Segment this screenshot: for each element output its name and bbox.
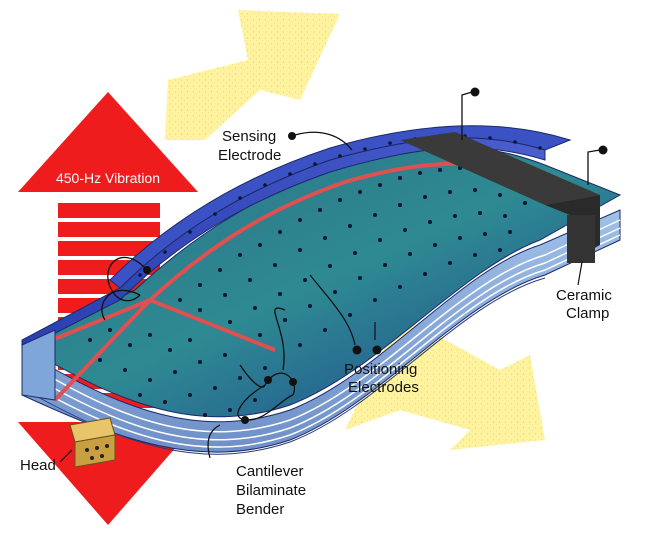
terminal-posts [461,91,601,185]
sensing-label-line2: Electrode [218,147,281,164]
vibration-label: 450-Hz Vibration [56,170,160,186]
ceramic-label-line1: Ceramic [556,287,612,304]
head [69,417,116,468]
cantilever-label-line1: Cantilever [236,463,304,480]
ceramic-label-line2: Clamp [566,305,609,322]
bender-side-layers [21,209,621,455]
terminal-dot-1 [470,87,480,97]
wire-dots [143,266,297,424]
electrode-gap-vertical [53,298,152,402]
panel-dots [88,166,527,417]
head-label: Head [20,457,56,474]
sensing-label-line1: Sensing [222,128,276,145]
ceramic-clamp [400,132,600,263]
sensing-leader-dot [288,132,296,140]
electrode-gap-cross [149,298,276,352]
cantilever-label-line2: Bilaminate [236,482,306,499]
sensing-rail-top [109,125,572,289]
positioning-label-line1: Positioning [344,361,417,378]
cantilever-label-line3: Bender [236,501,284,518]
positioning-label-line2: Electrodes [348,379,419,396]
terminal-dot-2 [598,145,608,155]
bender-front-end [21,329,56,401]
positioning-dot-2 [372,345,382,355]
upper-yellow-arrow [165,10,340,140]
leader-lines [59,131,583,463]
positioning-dot-1 [352,345,362,355]
